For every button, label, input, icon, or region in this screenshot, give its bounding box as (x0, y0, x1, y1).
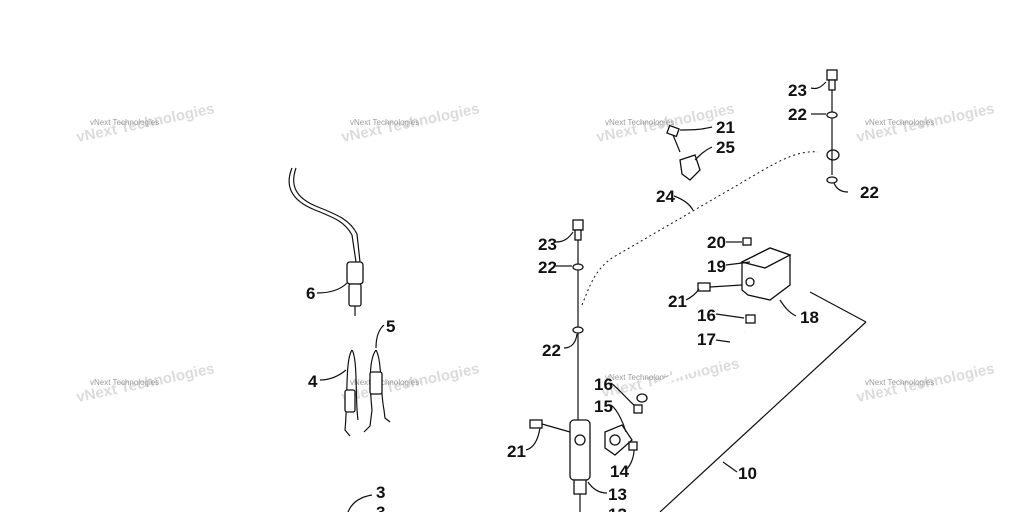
callout-20: 20 (707, 233, 726, 252)
part-21-bolt (666, 124, 681, 153)
watermark-small: vNext Technologies (605, 373, 674, 382)
part-16-clamp (745, 314, 756, 324)
callout-18: 18 (800, 308, 819, 327)
part-22-washer (572, 326, 584, 334)
part-15-fitting (604, 424, 633, 456)
watermark-group: vNext Technologies vNext Technologies vN… (75, 100, 996, 406)
callout-15: 15 (594, 397, 613, 416)
watermark-small: vNext Technologies (350, 378, 419, 387)
part-23-bolt-left (572, 219, 584, 241)
callout-23: 23 (788, 81, 807, 100)
part-13-caliper-valve (569, 419, 591, 512)
part-22-washer (572, 263, 584, 271)
leader-lines (316, 81, 849, 494)
callout-5: 5 (386, 317, 395, 336)
callout-3: 3 (376, 483, 385, 502)
callout-19: 19 (707, 257, 726, 276)
callout-3: 3 (376, 503, 385, 512)
part-22-washer (826, 176, 838, 184)
callout-21: 21 (668, 292, 687, 311)
watermark-small: vNext Technologies (865, 118, 934, 127)
watermark: vNext Technologies vNext Technologies (855, 100, 996, 146)
watermark-small: vNext Technologies (350, 118, 419, 127)
watermark-small: vNext Technologies (90, 118, 159, 127)
callout-14: 14 (610, 462, 629, 481)
callout-25: 25 (716, 138, 735, 157)
part-21-bolt-mc (697, 282, 743, 292)
part-25-clip (679, 154, 701, 181)
callout-13: 13 (608, 485, 627, 504)
watermark-small: vNext Technologies (90, 378, 159, 387)
callout-21: 21 (716, 118, 735, 137)
part-14-screw (628, 441, 638, 451)
callout-16: 16 (594, 375, 613, 394)
callout-6: 6 (306, 284, 315, 303)
watermark-small: vNext Technologies (865, 378, 934, 387)
watermark-small: vNext Technologies (605, 118, 674, 127)
callout-22: 22 (538, 258, 557, 277)
callout-13: 13 (608, 505, 627, 512)
callout-22: 22 (860, 183, 879, 202)
watermark: vNext Technologies vNext Technologies (595, 100, 736, 146)
callout-22: 22 (542, 341, 561, 360)
watermark: vNext Technologies vNext Technologies (340, 100, 481, 146)
part-4-spring (344, 349, 359, 437)
watermark: vNext Technologies vNext Technologies (75, 100, 216, 146)
part-5-spring (363, 349, 391, 433)
callout-labels: 23 22 22 21 25 24 23 22 22 20 19 21 18 1… (306, 81, 879, 512)
callout-23: 23 (538, 235, 557, 254)
part-10-bracket (659, 291, 867, 512)
part-20-screw (742, 237, 752, 246)
callout-10: 10 (738, 464, 757, 483)
callout-16: 16 (697, 306, 716, 325)
assembly-axis-lines (577, 84, 833, 420)
part-22-washer (826, 111, 838, 119)
callout-24: 24 (656, 187, 675, 206)
watermark: vNext Technologies vNext Technologies (340, 360, 481, 406)
part-6-sensor-cable (288, 167, 364, 316)
callout-22: 22 (788, 105, 807, 124)
part-18-master-cylinder (740, 247, 792, 301)
watermark: vNext Technologies vNext Technologies (855, 360, 996, 406)
callout-17: 17 (697, 330, 716, 349)
part-3-fragment (347, 494, 373, 512)
part-16-clamp-low (633, 404, 643, 414)
part-24-brake-hose (579, 149, 840, 306)
watermark: vNext Technologies vNext Technologies (75, 360, 216, 406)
callout-21: 21 (507, 442, 526, 461)
callout-4: 4 (308, 372, 318, 391)
part-17-hose (636, 330, 748, 403)
part-21-bolt-caliper (529, 419, 571, 433)
part-23-bolt-top (826, 69, 838, 91)
